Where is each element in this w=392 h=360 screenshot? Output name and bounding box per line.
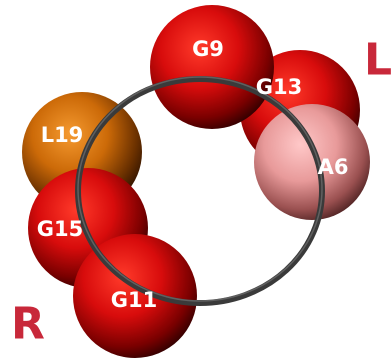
sphere-a6: [254, 104, 370, 220]
residue-label-g13: G13: [256, 75, 302, 99]
residue-label-a6: A6: [318, 155, 349, 179]
residue-label-l19: L19: [41, 123, 84, 147]
side-label-right: L: [364, 35, 392, 86]
helix-ring-highlight: [77, 76, 323, 302]
residue-label-g15: G15: [37, 217, 83, 241]
sphere-g11: [73, 234, 197, 358]
sphere-g9: [150, 5, 274, 129]
residue-label-g9: G9: [192, 37, 224, 61]
residue-label-g11: G11: [111, 288, 157, 312]
side-label-left: R: [11, 299, 45, 350]
